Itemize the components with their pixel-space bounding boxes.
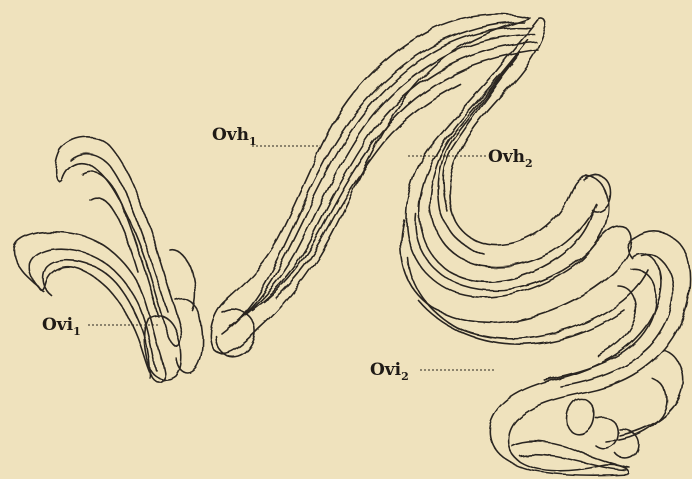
svg-text:Ovi2: Ovi2 [370,360,409,383]
ovary-inferior-2 [489,232,690,475]
label-ovh1-base: Ovh [212,125,249,145]
label-ovh1: Ovh1 [212,125,257,148]
label-ovi1-base: Ovi [42,315,74,335]
label-ovi2: Ovi2 [370,360,409,383]
label-ovh1-sub: 1 [249,135,257,148]
svg-text:Ovi1: Ovi1 [42,315,81,338]
label-ovi2-base: Ovi [370,360,402,380]
label-ovh2-base: Ovh [488,147,525,167]
ovary-hypopharyngeal-2 [401,19,648,345]
ovary-hypopharyngeal-1 [210,14,538,357]
label-ovi2-sub: 2 [401,370,409,383]
ovary-inferior-1 [14,137,203,382]
svg-text:Ovh2: Ovh2 [488,147,533,170]
label-ovi1-sub: 1 [73,325,81,338]
label-ovh2-sub: 2 [525,157,533,170]
svg-text:Ovh1: Ovh1 [212,125,257,148]
label-ovh2: Ovh2 [488,147,533,170]
label-ovi1: Ovi1 [42,315,81,338]
